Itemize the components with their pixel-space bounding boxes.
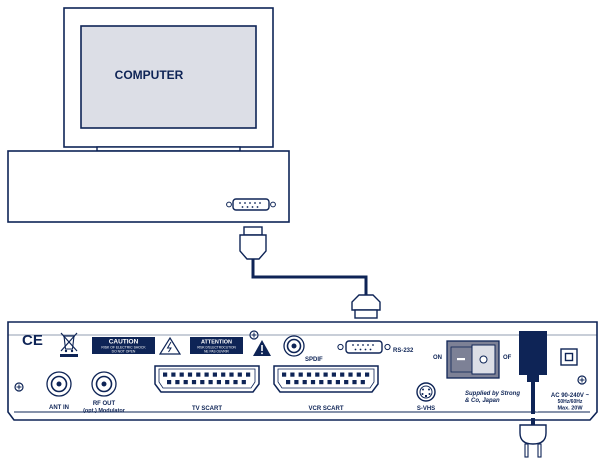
scart-pin <box>191 380 197 385</box>
double-insulation-icon <box>560 348 578 366</box>
caution-title: CAUTION <box>109 339 139 346</box>
ce-mark: CE <box>22 332 43 349</box>
ant-in-jack <box>46 371 72 397</box>
vcr-scart-label: VCR SCART <box>308 406 343 412</box>
scart-pin <box>323 372 328 377</box>
scart-pin <box>171 372 176 377</box>
serial-cable <box>239 226 381 319</box>
scart-pin <box>221 372 226 377</box>
screw-icon-right <box>577 375 587 385</box>
computer-screen-label: COMPUTER <box>115 68 184 82</box>
scart-pin <box>208 380 213 385</box>
caution-line2: DO NOT OPEN <box>112 350 136 354</box>
monitor-icon <box>63 7 274 152</box>
switch-on-label: ON <box>433 355 442 361</box>
receiver: CE CAUTION RISK OF ELECTRIC SHOCK DO NOT… <box>7 321 598 421</box>
power-plug-icon <box>519 418 547 458</box>
scart-pin <box>365 372 370 377</box>
scart-pin <box>187 372 193 377</box>
rf-out-jack <box>91 371 117 397</box>
scart-connector-icon <box>154 365 260 393</box>
scart-pin <box>356 372 361 377</box>
power-switch-icon[interactable] <box>446 340 500 379</box>
screw-icon-top <box>249 330 259 340</box>
scart-pin <box>290 372 295 377</box>
db9-connector-icon <box>337 340 391 354</box>
caution-line1: RISK OF ELECTRIC SHOCK <box>101 346 146 350</box>
scart-pin <box>310 380 316 385</box>
scart-pin <box>167 380 172 385</box>
scart-pin <box>241 380 246 385</box>
scart-pin <box>335 380 340 385</box>
scart-pin <box>294 380 299 385</box>
cable-plug-top <box>239 226 267 260</box>
scart-pin <box>282 372 287 377</box>
switch-off-label: OF <box>503 355 512 361</box>
scart-pin <box>200 380 205 385</box>
tv-scart-pins <box>163 372 251 385</box>
scart-pin <box>319 380 324 385</box>
exclamation-triangle-icon <box>253 340 271 356</box>
scart-pin <box>179 372 184 377</box>
rs232-label: RS-232 <box>393 348 414 354</box>
warning-triangle-icon <box>158 336 182 355</box>
attention-line2: NE PAS OUVRIR <box>204 350 229 354</box>
weee-bin-icon <box>60 332 78 357</box>
supplied-line1: Supplied by Strong <box>465 391 520 397</box>
cable-wire <box>251 259 368 295</box>
scart-pin <box>340 372 345 377</box>
scart-pin <box>352 380 357 385</box>
tv-scart-label: TV SCART <box>192 406 222 412</box>
scart-pin <box>331 372 336 377</box>
screw-icon-left <box>14 382 24 392</box>
rf-out-label: RF OUT <box>93 401 116 407</box>
computer-case <box>7 150 290 223</box>
scart-pin <box>246 372 251 377</box>
scart-pin <box>183 380 188 385</box>
attention-title: ATTENTION <box>201 340 232 346</box>
svhs-jack-icon <box>416 382 436 402</box>
power-cord <box>519 331 547 414</box>
scart-pin <box>175 380 180 385</box>
power-line2: 50Hz/60Hz <box>558 399 583 405</box>
spdif-label: SPDIF <box>305 357 323 363</box>
scart-pin <box>327 380 332 385</box>
attention-line1: RISK D'ELECTROCUTION <box>197 346 236 350</box>
scart-pin <box>163 372 168 377</box>
scart-pin <box>229 372 234 377</box>
scart-pin <box>212 372 217 377</box>
computer: COMPUTER <box>7 7 290 223</box>
cable-plug-bottom <box>351 294 381 319</box>
svhs-label: S-VHS <box>417 406 435 412</box>
scart-connector-icon <box>273 365 379 393</box>
scart-pin <box>225 380 230 385</box>
vcr-scart-pins <box>282 372 370 385</box>
scart-pin <box>344 380 349 385</box>
rca-jack-icon <box>283 335 305 357</box>
scart-pin <box>216 380 221 385</box>
scart-pin <box>237 372 242 377</box>
rf-modulator-label: (opt.) Modulator <box>83 408 126 414</box>
scart-pin <box>348 372 353 377</box>
scart-pin <box>306 372 312 377</box>
scart-pin <box>233 380 238 385</box>
ant-in-label: ANT IN <box>49 405 69 411</box>
power-line1: AC 90-240V ~ <box>551 393 590 399</box>
scart-pin <box>315 372 320 377</box>
scart-pin <box>298 372 303 377</box>
scart-pin <box>196 372 201 377</box>
caution-label: CAUTION RISK OF ELECTRIC SHOCK DO NOT OP… <box>92 337 155 354</box>
scart-pin <box>302 380 307 385</box>
supplied-line2: & Co, Japan <box>465 398 500 404</box>
db9-connector-icon <box>226 198 276 211</box>
scart-pin <box>204 372 209 377</box>
scart-pin <box>286 380 291 385</box>
attention-label: ATTENTION RISK D'ELECTROCUTION NE PAS OU… <box>190 337 243 354</box>
scart-pin <box>360 380 365 385</box>
power-line3: Max. 20W <box>557 406 583 412</box>
